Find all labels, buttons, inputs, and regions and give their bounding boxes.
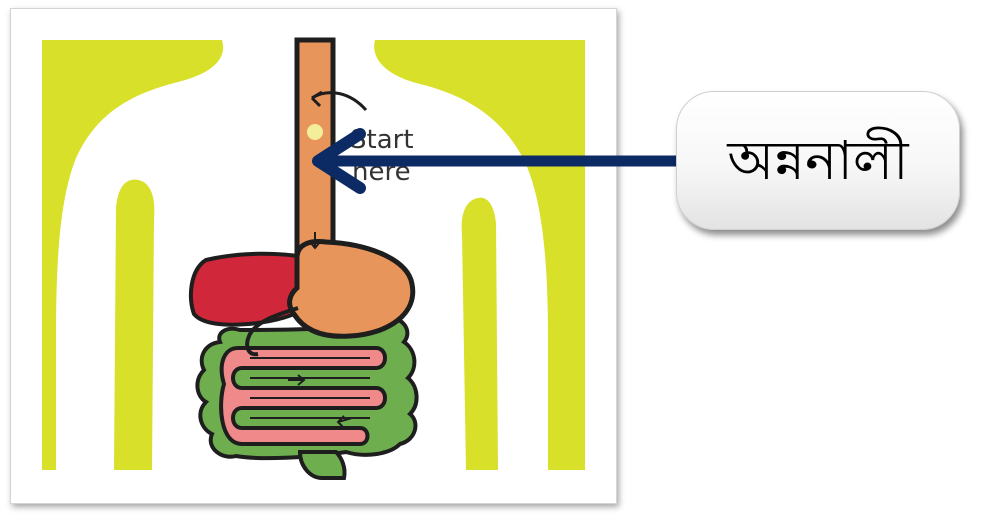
rectum bbox=[297, 450, 347, 480]
digestive-system-illustration: Start here bbox=[42, 37, 585, 480]
start-label-line2: here bbox=[352, 157, 411, 187]
stomach bbox=[287, 239, 416, 339]
liver bbox=[188, 251, 312, 327]
flow-arrows bbox=[288, 232, 353, 429]
start-dot bbox=[307, 124, 323, 140]
start-curved-arrow-head bbox=[310, 90, 323, 108]
esophagus-callout: অন্ননালী bbox=[676, 91, 960, 230]
small-intestine bbox=[219, 346, 387, 446]
duodenum bbox=[245, 306, 299, 357]
left-arm bbox=[114, 179, 155, 470]
torso-silhouette bbox=[42, 40, 585, 470]
start-label-line1: Start bbox=[350, 125, 414, 155]
callout-label: অন্ননালী bbox=[727, 128, 909, 192]
right-arm bbox=[461, 197, 498, 470]
left-shoulder bbox=[42, 40, 224, 470]
right-shoulder bbox=[374, 40, 585, 470]
